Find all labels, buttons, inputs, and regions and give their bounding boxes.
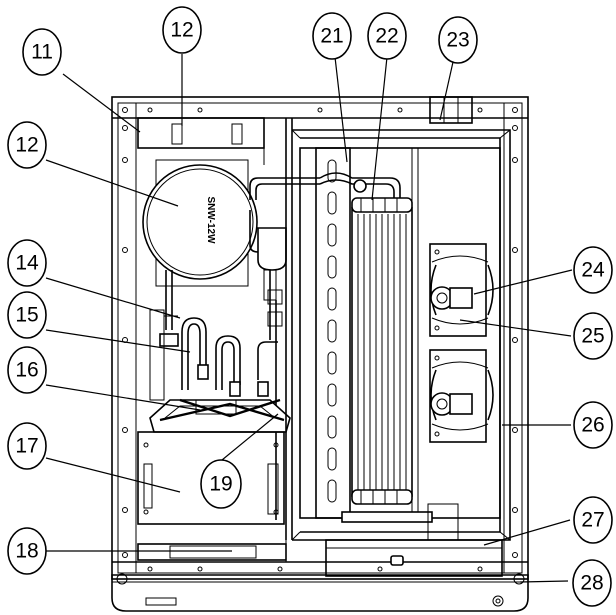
callout-18: 18 — [7, 527, 47, 575]
callout-21-label: 21 — [320, 25, 343, 48]
callout-22: 22 — [367, 12, 407, 60]
callout-26-label: 26 — [581, 414, 604, 437]
callout-12-top: 12 — [162, 6, 202, 54]
callout-15: 15 — [7, 291, 47, 339]
callout-27: 27 — [573, 496, 613, 544]
callout-11-label: 11 — [31, 41, 53, 64]
callout-27-label: 27 — [581, 509, 604, 532]
callout-15-label: 15 — [15, 304, 38, 327]
drain-pan — [325, 503, 503, 577]
compressor: SNW-12W — [142, 159, 258, 287]
electrical-box — [137, 431, 285, 525]
callout-12-compressor-label: 12 — [15, 134, 38, 157]
callout-14: 14 — [7, 239, 47, 287]
callout-24-label: 24 — [581, 259, 605, 282]
callout-16: 16 — [7, 346, 47, 394]
callout-24: 24 — [573, 246, 613, 294]
callout-22-label: 22 — [375, 25, 398, 48]
coil-side-plate — [315, 147, 401, 519]
callout-21: 21 — [312, 12, 352, 60]
top-bracket — [137, 117, 265, 165]
callout-12-top-label: 12 — [170, 19, 193, 42]
cabinet-frame — [111, 96, 529, 580]
callout-17-label: 17 — [15, 435, 38, 458]
callout-19: 19 — [200, 459, 242, 509]
callout-23: 23 — [438, 16, 478, 64]
callout-25: 25 — [573, 312, 613, 360]
bottom-bracket — [137, 540, 287, 562]
fan-assembly-upper — [429, 243, 494, 337]
callout-26: 26 — [573, 401, 613, 449]
callout-28: 28 — [572, 559, 612, 607]
callout-23-label: 23 — [446, 29, 469, 52]
compressor-marking: SNW-12W — [205, 196, 216, 244]
coil-tubes — [351, 148, 419, 518]
callout-16-label: 16 — [15, 359, 38, 382]
callout-12-compressor: 12 — [7, 121, 47, 169]
callout-14-label: 14 — [15, 252, 39, 275]
callout-19-label: 19 — [209, 473, 232, 496]
top-outlet — [429, 96, 473, 124]
base-pan — [111, 573, 529, 612]
fan-assembly-lower — [429, 349, 494, 443]
callout-18-label: 18 — [15, 540, 38, 563]
callout-25-label: 25 — [581, 325, 604, 348]
callout-28-label: 28 — [580, 572, 603, 595]
callout-11: 11 — [22, 28, 62, 76]
callout-17: 17 — [7, 422, 47, 470]
leader-lines — [45, 54, 573, 583]
